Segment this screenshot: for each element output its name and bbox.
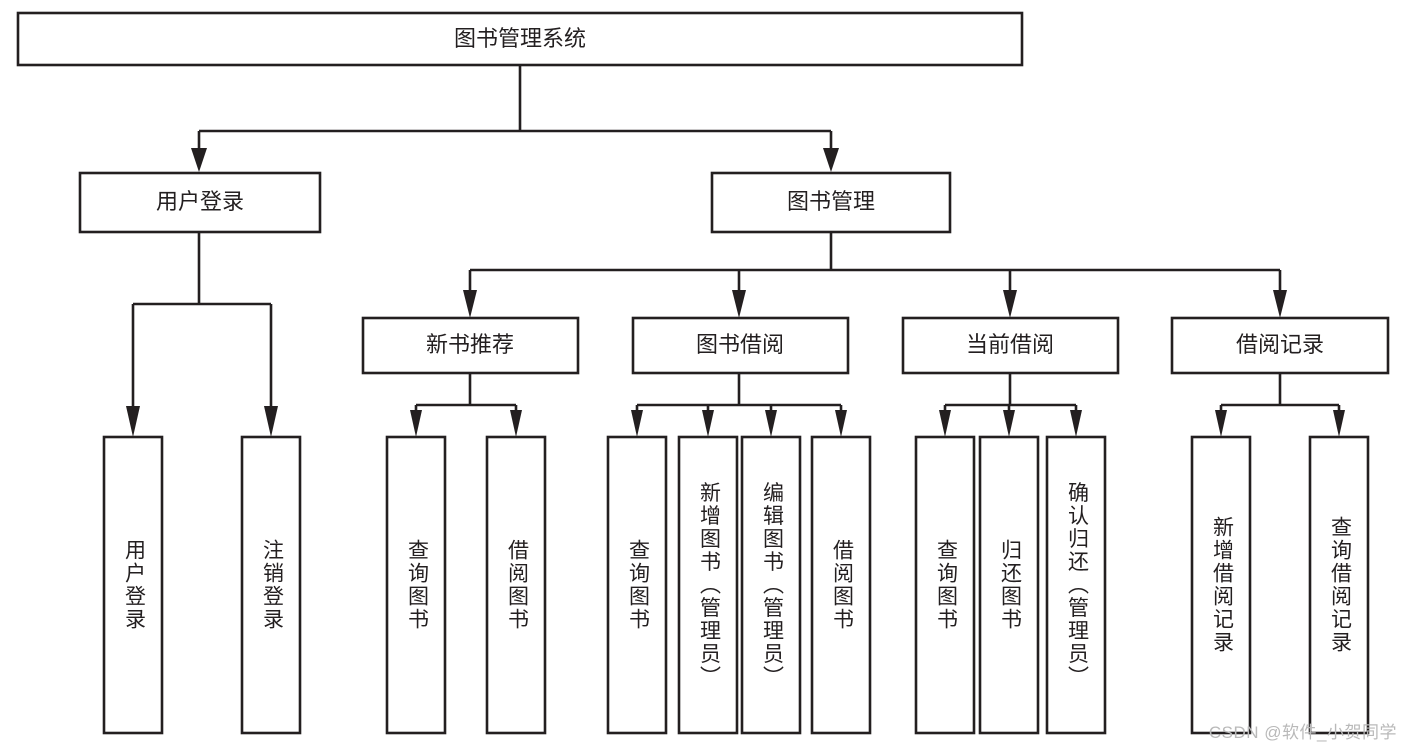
arrow-book-borrow [732, 290, 746, 318]
node-current-borrow-box[interactable] [901, 316, 1120, 375]
arrow-borrow-record [1273, 290, 1287, 318]
leaf-query-book-2[interactable] [606, 435, 668, 735]
node-borrow-record-label: 借阅记录 [1236, 332, 1324, 357]
leaf-borrow-book-2-box[interactable] [810, 435, 872, 735]
leaf-logout-label: 注销登录 [260, 539, 284, 631]
arrow-book-mgmt [823, 148, 839, 172]
leaf-confirm-return[interactable] [1045, 435, 1107, 735]
leaf-query-record-box[interactable] [1308, 435, 1370, 735]
arrow-query-book-1 [410, 410, 422, 437]
node-root[interactable]: 图书管理系统 [16, 11, 1024, 67]
leaf-query-record[interactable] [1308, 435, 1370, 735]
leaf-borrow-book-1[interactable] [485, 435, 547, 735]
arrow-user-login [191, 148, 207, 172]
leaf-add-book-label: 新增图书（管理员） [697, 482, 721, 689]
leaf-borrow-book-1-label: 借阅图书 [505, 539, 529, 631]
leaf-user-login[interactable] [102, 435, 164, 735]
leaf-return-book[interactable] [978, 435, 1040, 735]
arrow-add-record [1215, 410, 1227, 437]
node-borrow-record[interactable]: 借阅记录 [1170, 316, 1390, 375]
arrow-return-book [1003, 410, 1015, 437]
arrow-add-book [702, 410, 714, 437]
leaf-query-book-3[interactable] [914, 435, 976, 735]
arrow-edit-book [765, 410, 777, 437]
leaf-query-book-1[interactable] [385, 435, 447, 735]
node-book-borrow-box[interactable] [631, 316, 850, 375]
arrow-new-book-rec [463, 290, 477, 318]
leaf-query-book-1-box[interactable] [385, 435, 447, 735]
leaf-query-book-2-box[interactable] [606, 435, 668, 735]
node-current-borrow[interactable]: 当前借阅 [901, 316, 1120, 375]
leaf-query-book-1-label: 查询图书 [405, 539, 429, 631]
node-root-label: 图书管理系统 [454, 26, 586, 51]
leaf-query-record-label: 查询借阅记录 [1328, 516, 1352, 654]
node-book-mgmt-box[interactable] [710, 171, 952, 234]
leaf-logout-box[interactable] [240, 435, 302, 735]
leaf-return-book-box[interactable] [978, 435, 1040, 735]
leaf-add-record-label: 新增借阅记录 [1210, 516, 1234, 654]
arrow-l-user-login [126, 406, 140, 437]
node-book-mgmt[interactable]: 图书管理 [710, 171, 952, 234]
arrow-query-record [1333, 410, 1345, 437]
arrow-query-book-3 [939, 410, 951, 437]
arrow-l-logout [264, 406, 278, 437]
arrow-borrow-book-2 [835, 410, 847, 437]
leaf-user-login-box[interactable] [102, 435, 164, 735]
leaf-query-book-2-label: 查询图书 [626, 539, 650, 631]
leaf-borrow-book-1-box[interactable] [485, 435, 547, 735]
leaf-add-record-box[interactable] [1190, 435, 1252, 735]
connectors [126, 65, 1345, 437]
arrow-current-borrow [1003, 290, 1017, 318]
leaf-add-book[interactable] [677, 435, 739, 735]
arrow-confirm-return [1070, 410, 1082, 437]
leaf-edit-book[interactable] [740, 435, 802, 735]
arrow-query-book-2 [631, 410, 643, 437]
leaf-logout[interactable] [240, 435, 302, 735]
node-current-borrow-label: 当前借阅 [966, 332, 1054, 357]
node-new-book-rec-label: 新书推荐 [426, 332, 514, 357]
leaf-confirm-return-box[interactable] [1045, 435, 1107, 735]
node-root-box[interactable] [16, 11, 1024, 67]
node-user-login[interactable]: 用户登录 [78, 171, 322, 234]
node-borrow-record-box[interactable] [1170, 316, 1390, 375]
leaf-edit-book-box[interactable] [740, 435, 802, 735]
leaf-query-book-3-box[interactable] [914, 435, 976, 735]
node-new-book-rec-box[interactable] [361, 316, 580, 375]
node-book-borrow[interactable]: 图书借阅 [631, 316, 850, 375]
node-user-login-label: 用户登录 [156, 189, 244, 214]
leaf-confirm-return-label: 确认归还（管理员） [1065, 482, 1089, 689]
leaf-user-login-label: 用户登录 [122, 539, 146, 631]
node-book-mgmt-label: 图书管理 [787, 189, 875, 214]
leaf-add-record[interactable] [1190, 435, 1252, 735]
node-book-borrow-label: 图书借阅 [696, 332, 784, 357]
node-new-book-rec[interactable]: 新书推荐 [361, 316, 580, 375]
leaf-return-book-label: 归还图书 [998, 539, 1022, 631]
leaf-edit-book-label: 编辑图书（管理员） [760, 482, 784, 689]
leaf-borrow-book-2-label: 借阅图书 [830, 539, 854, 631]
leaf-borrow-book-2[interactable] [810, 435, 872, 735]
arrow-borrow-book-1 [510, 410, 522, 437]
node-user-login-box[interactable] [78, 171, 322, 234]
leaf-query-book-3-label: 查询图书 [934, 539, 958, 631]
leaf-add-book-box[interactable] [677, 435, 739, 735]
